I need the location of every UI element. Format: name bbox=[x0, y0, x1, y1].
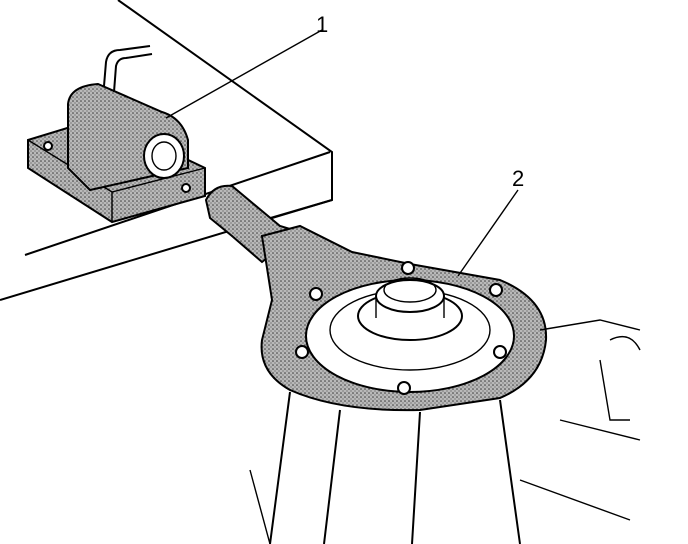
callout-1: 1 bbox=[165, 12, 328, 119]
callout-2-label: 2 bbox=[512, 166, 524, 191]
transmission-case-icon bbox=[249, 319, 641, 544]
holding-fixture-icon bbox=[27, 45, 206, 224]
callout-1-label: 1 bbox=[316, 12, 328, 37]
callout-2: 2 bbox=[457, 166, 524, 277]
spanner-wrench-icon bbox=[204, 184, 548, 412]
